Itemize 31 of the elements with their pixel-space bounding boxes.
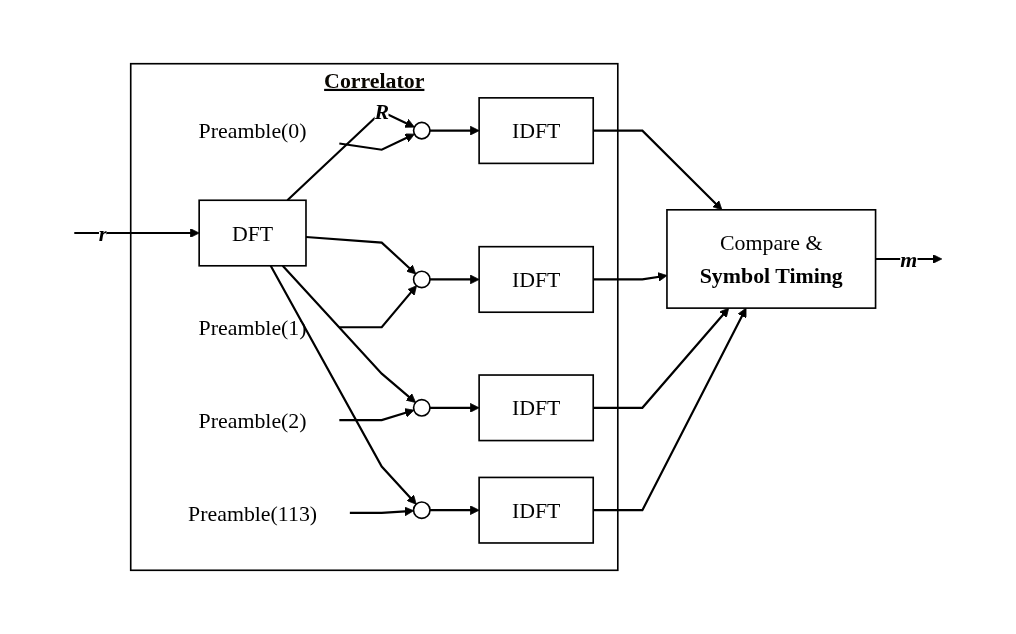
arrow [74, 228, 200, 238]
arrow [429, 125, 480, 136]
arrow [269, 265, 417, 505]
node-box: IDFT [478, 374, 595, 442]
node-text: Preamble(0) [198, 118, 307, 143]
arrow [429, 274, 480, 285]
node-box: Compare & Symbol Timing [666, 209, 877, 309]
node-circle [412, 501, 431, 520]
arrow [339, 285, 417, 329]
arrow [281, 265, 416, 403]
node-box: IDFT [478, 97, 595, 165]
arrow [305, 235, 417, 275]
arrow [593, 307, 730, 409]
arrow [339, 408, 415, 422]
arrow [339, 133, 415, 151]
node-circle [412, 121, 431, 140]
arrow [429, 403, 480, 413]
arrow [593, 307, 747, 512]
node-text: Preamble(1) [198, 315, 307, 340]
node-box: IDFT [478, 476, 595, 544]
node-circle [412, 398, 431, 417]
node-circle [412, 270, 431, 289]
node-box: DFT [198, 199, 307, 267]
edge-label: m [900, 246, 918, 271]
arrow [429, 505, 480, 515]
node-text: Preamble(113) [188, 500, 318, 525]
node-text: Preamble(2) [198, 408, 307, 433]
edge-label: R [374, 99, 389, 124]
arrow [593, 129, 723, 211]
arrow [349, 506, 415, 517]
node-box: IDFT [478, 245, 595, 314]
